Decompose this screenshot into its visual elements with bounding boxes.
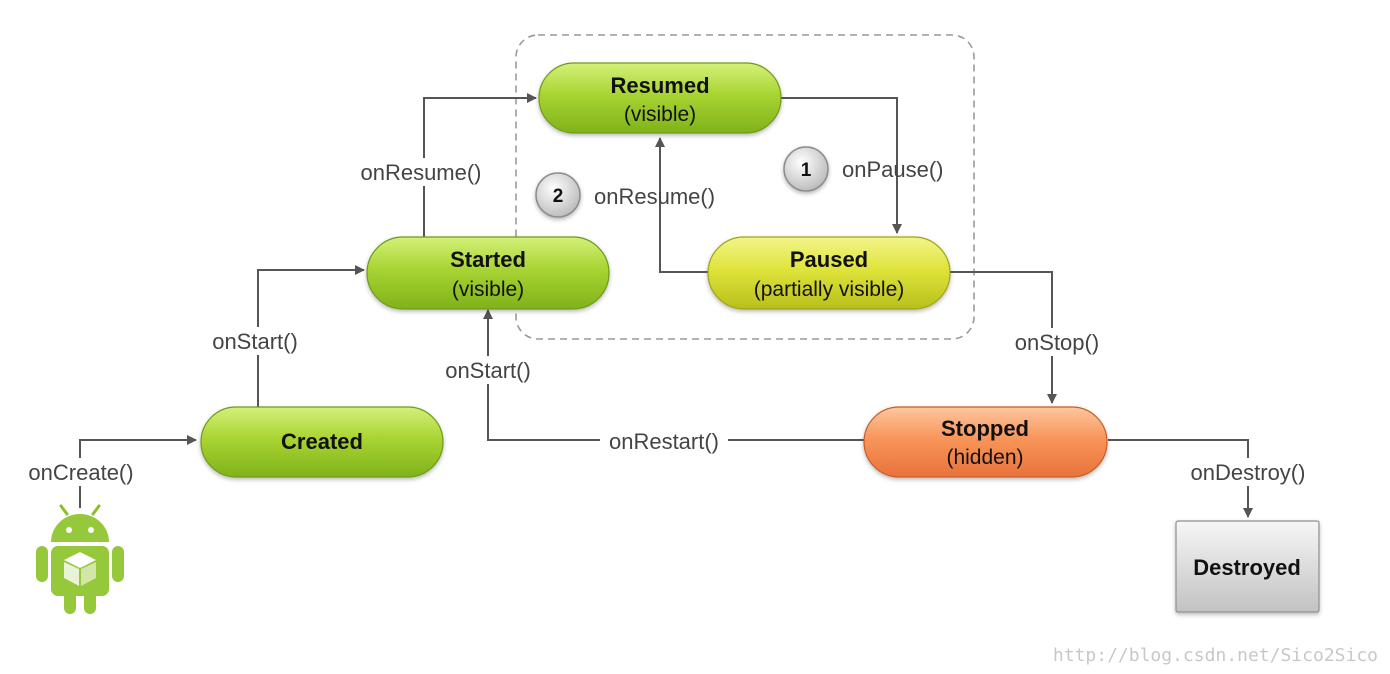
label-on-start-from-restart: onStart() [445,358,531,383]
android-icon [36,504,124,614]
state-resumed-subtitle: (visible) [624,103,696,126]
state-started-title: Started [450,247,526,272]
state-stopped-subtitle: (hidden) [946,446,1023,469]
label-on-destroy: onDestroy() [1191,460,1306,485]
state-started: Started (visible) [366,236,610,310]
label-on-stop: onStop() [1015,330,1099,355]
arrow-created-to-started [257,265,365,407]
state-started-subtitle: (visible) [452,278,524,301]
label-on-create: onCreate() [28,460,133,485]
badge-resume: 2 [535,172,581,218]
state-paused: Paused (partially visible) [707,236,951,310]
arrow-resumed-to-paused [781,97,902,234]
label-on-start: onStart() [212,329,298,354]
arrow-paused-to-stopped [949,271,1057,404]
label-on-pause: onPause() [842,157,944,182]
watermark: http://blog.csdn.net/Sico2Sico [1053,645,1378,666]
state-stopped: Stopped (hidden) [863,406,1108,478]
state-destroyed: Destroyed [1175,520,1320,613]
badge-pause: 1 [783,146,829,192]
state-paused-title: Paused [790,247,868,272]
state-paused-subtitle: (partially visible) [754,278,905,301]
state-resumed: Resumed (visible) [538,62,782,134]
arrow-paused-to-resumed [655,137,708,273]
state-destroyed-title: Destroyed [1193,555,1301,580]
arrow-stopped-to-started [483,309,864,441]
state-created-title: Created [281,429,363,454]
label-on-resume-from-paused: onResume() [594,184,715,209]
badge-pause-number: 1 [801,160,812,181]
state-stopped-title: Stopped [941,416,1029,441]
label-on-restart: onRestart() [609,429,719,454]
label-on-resume: onResume() [360,160,481,185]
badge-resume-number: 2 [553,186,564,207]
arrow-stopped-to-destroyed [1108,439,1253,518]
state-created: Created [200,406,444,478]
visible-states-group [515,34,975,340]
arrow-started-to-resumed [423,93,537,237]
state-resumed-title: Resumed [610,73,709,98]
